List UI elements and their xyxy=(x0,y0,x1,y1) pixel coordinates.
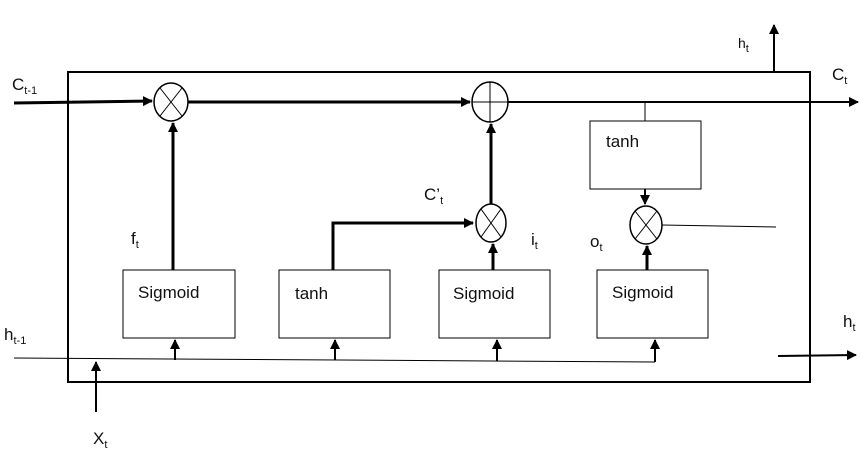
cell-state-input-line xyxy=(13,96,153,107)
o-label: ot xyxy=(590,232,603,254)
input-gate-box xyxy=(438,269,551,339)
hidden-right-arrow xyxy=(777,350,857,361)
h-right-label: ht xyxy=(843,312,856,334)
h-top-label: ht xyxy=(738,35,749,55)
output-gate-box xyxy=(596,269,709,339)
input-gate-label: Sigmoid xyxy=(453,284,515,303)
output-multiply-node xyxy=(629,205,663,245)
f-label: ft xyxy=(131,229,139,251)
candidate-tanh-label: tanh xyxy=(295,284,329,303)
i-label: it xyxy=(531,230,538,252)
output-to-right-line xyxy=(661,224,777,228)
candidate-tanh-box xyxy=(278,269,391,339)
c-candidate-label: C’t xyxy=(424,185,444,207)
x-label: Xt xyxy=(93,429,108,451)
candidate-path xyxy=(331,218,474,270)
input-multiply-node xyxy=(475,203,507,243)
forget-gate-label: Sigmoid xyxy=(138,283,200,302)
cell-frame xyxy=(67,71,811,383)
c-prev-label: Ct-1 xyxy=(12,75,38,97)
h-prev-label: ht-1 xyxy=(4,325,27,347)
forget-multiply-node xyxy=(153,82,189,122)
cell-tanh-label: tanh xyxy=(606,132,640,151)
cell-add-node xyxy=(471,81,509,123)
cell-tanh-box xyxy=(589,120,702,190)
output-gate-label: Sigmoid xyxy=(612,283,674,302)
forget-gate-box xyxy=(122,269,236,339)
c-out-label: Ct xyxy=(832,65,848,87)
